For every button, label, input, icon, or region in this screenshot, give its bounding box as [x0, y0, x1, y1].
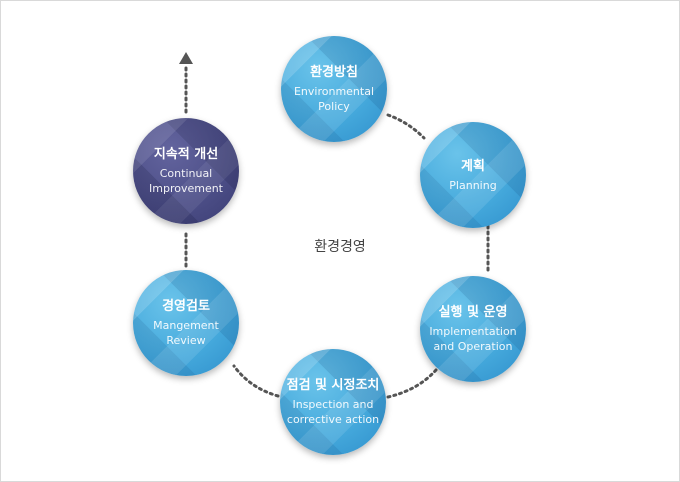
node-title: 계획	[461, 158, 485, 174]
node-management-review: 경영검토 Mangement Review	[133, 270, 239, 376]
node-continual-improvement: 지속적 개선 Continual Improvement	[133, 118, 239, 224]
node-planning: 계획 Planning	[420, 122, 526, 228]
node-subtitle-line2: Improvement	[149, 182, 223, 195]
arrow-up-icon	[179, 52, 193, 64]
node-environmental-policy: 환경방침 Environmental Policy	[281, 36, 387, 142]
connector-inspection-review	[232, 364, 280, 398]
node-title: 환경방침	[310, 65, 358, 80]
node-subtitle-line1: Inspection and	[292, 398, 374, 411]
node-inspection: 점검 및 시정조치 Inspection and corrective acti…	[280, 349, 386, 455]
node-title: 지속적 개선	[153, 147, 219, 162]
center-label: 환경경영	[314, 239, 366, 255]
node-subtitle-line1: Environmental	[293, 85, 375, 98]
node-subtitle-line1: Continual	[159, 167, 213, 180]
node-title: 경영검토	[162, 299, 210, 314]
node-title: 점검 및 시정조치	[286, 378, 380, 393]
node-subtitle-line2: corrective action	[286, 413, 380, 426]
node-subtitle-line1: Implementation	[429, 325, 517, 338]
node-subtitle-line2: Policy	[318, 100, 350, 113]
node-implementation: 실행 및 운영 Implementation and Operation	[420, 276, 526, 382]
node-subtitle-line2: Review	[166, 334, 206, 347]
node-subtitle-line2: and Operation	[433, 340, 513, 353]
node-title: 실행 및 운영	[438, 305, 508, 320]
node-subtitle-line1: Planning	[449, 178, 497, 192]
connector-implementation-inspection	[386, 368, 438, 399]
node-subtitle-line1: Mangement	[153, 319, 219, 332]
connector-policy-planning	[386, 113, 426, 140]
